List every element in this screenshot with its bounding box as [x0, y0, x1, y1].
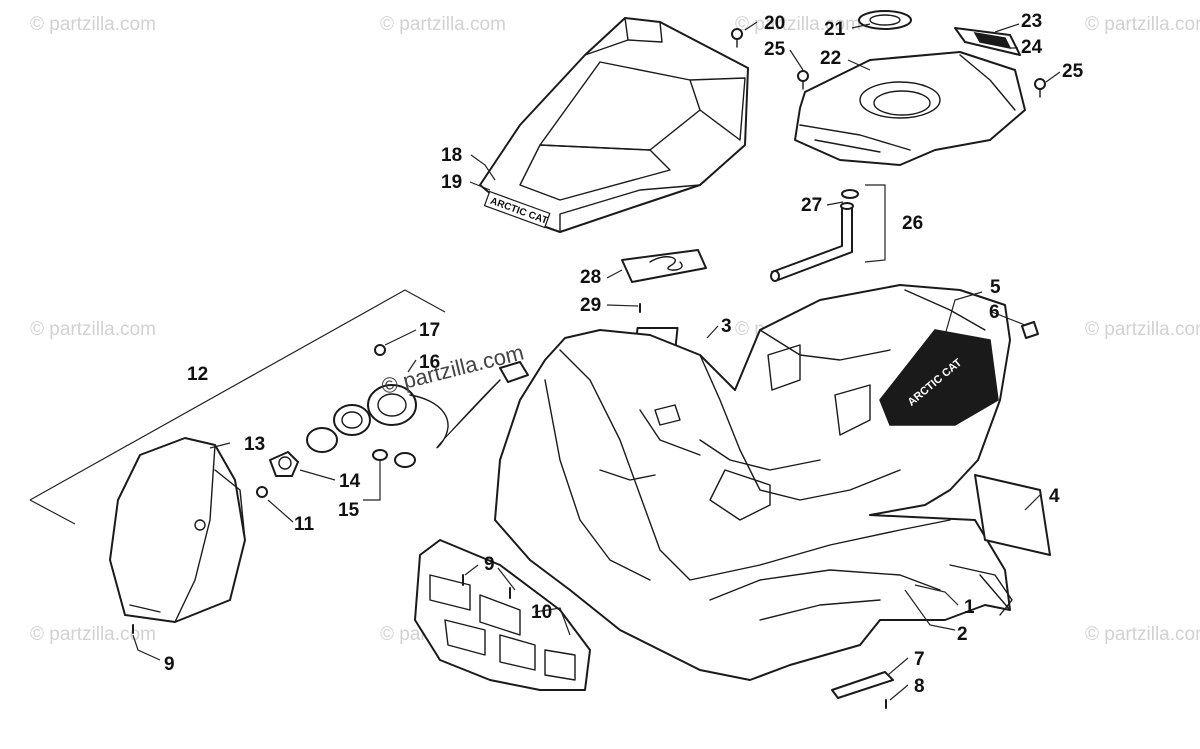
headlight-housing[interactable]: [109, 437, 246, 623]
callout-26[interactable]: 26: [902, 213, 923, 234]
callout-21[interactable]: 21: [824, 19, 846, 40]
callout-7[interactable]: 7: [914, 649, 925, 670]
callout-19[interactable]: 19: [441, 172, 462, 193]
callout-23[interactable]: 23: [1021, 11, 1042, 32]
strap[interactable]: [831, 671, 894, 699]
callout-20[interactable]: 20: [764, 13, 785, 34]
watermark: © partzilla.com: [380, 14, 506, 35]
callout-29[interactable]: 29: [580, 295, 601, 316]
screw-17[interactable]: [374, 344, 386, 356]
center-watermark: © partzilla.com: [379, 340, 527, 400]
callout-11[interactable]: 11: [294, 514, 315, 535]
front-fender[interactable]: [494, 284, 1011, 681]
front-grille[interactable]: [414, 539, 591, 691]
callout-12[interactable]: 12: [187, 364, 208, 385]
screw-25-left[interactable]: [797, 70, 809, 90]
callout-15[interactable]: 15: [338, 500, 360, 521]
watermark-center: © partzilla.com: [379, 340, 527, 400]
watermark: © partzilla.com: [1085, 319, 1200, 340]
socket-ring[interactable]: [306, 404, 371, 453]
callout-18[interactable]: 18: [441, 145, 462, 166]
watermark: © partzilla.com: [1085, 624, 1200, 645]
callout-3[interactable]: 3: [721, 316, 732, 337]
callout-28[interactable]: 28: [580, 267, 601, 288]
callout-25-left[interactable]: 25: [764, 39, 786, 60]
callout-1[interactable]: 1: [964, 597, 975, 618]
tank-cover[interactable]: [794, 51, 1026, 166]
callout-10[interactable]: 10: [531, 602, 552, 623]
screw-9-grille[interactable]: [462, 574, 511, 599]
screw-20[interactable]: [731, 28, 743, 48]
seat[interactable]: ARCTIC CAT: [479, 17, 749, 233]
callout-14[interactable]: 14: [339, 471, 361, 492]
callout-22[interactable]: 22: [820, 48, 841, 69]
callout-9-headlight[interactable]: 9: [164, 654, 175, 675]
callout-17[interactable]: 17: [419, 320, 440, 341]
callout-13[interactable]: 13: [244, 434, 265, 455]
callout-2[interactable]: 2: [957, 624, 968, 645]
emblem-badge[interactable]: [621, 249, 707, 283]
reflector-strip[interactable]: [954, 27, 1021, 56]
callout-16[interactable]: 16: [419, 352, 440, 373]
clip-6[interactable]: [1021, 321, 1039, 339]
mud-flap[interactable]: [949, 564, 1013, 616]
mounting-screw-11[interactable]: [256, 486, 268, 498]
watermark: © partzilla.com: [30, 14, 156, 35]
callout-8[interactable]: 8: [914, 676, 925, 697]
wiring-harness[interactable]: [409, 361, 529, 449]
panel-logo-decal[interactable]: ARCTIC CAT: [879, 329, 999, 426]
hose-clamp[interactable]: [841, 189, 859, 199]
vent-hose[interactable]: [770, 202, 854, 282]
callout-9-grille[interactable]: 9: [484, 554, 495, 575]
watermark: © partzilla.com: [735, 14, 861, 35]
watermark: © partzilla.com: [30, 624, 156, 645]
callout-6[interactable]: 6: [989, 302, 1000, 323]
watermark: © partzilla.com: [1085, 14, 1200, 35]
callout-24[interactable]: 24: [1021, 37, 1043, 58]
watermark: © partzilla.com: [30, 319, 156, 340]
headlight-bracket-12: [29, 289, 446, 525]
callout-25-right[interactable]: 25: [1062, 61, 1084, 82]
callout-5[interactable]: 5: [990, 277, 1001, 298]
headlight-housing-rear[interactable]: [367, 384, 417, 426]
bulb-14[interactable]: [269, 451, 299, 477]
gas-cap-gasket[interactable]: [858, 10, 912, 30]
leader-lines: [132, 21, 1061, 701]
callout-labels: 1 2 3 4 5 6 7 8 9 9 10 11 12 13 14 15 16…: [164, 11, 1084, 697]
decal-4[interactable]: [974, 474, 1051, 556]
bulb-15[interactable]: [372, 449, 416, 468]
screw-25-right[interactable]: [1034, 78, 1046, 98]
callout-27[interactable]: 27: [801, 195, 822, 216]
callout-4[interactable]: 4: [1049, 486, 1060, 507]
